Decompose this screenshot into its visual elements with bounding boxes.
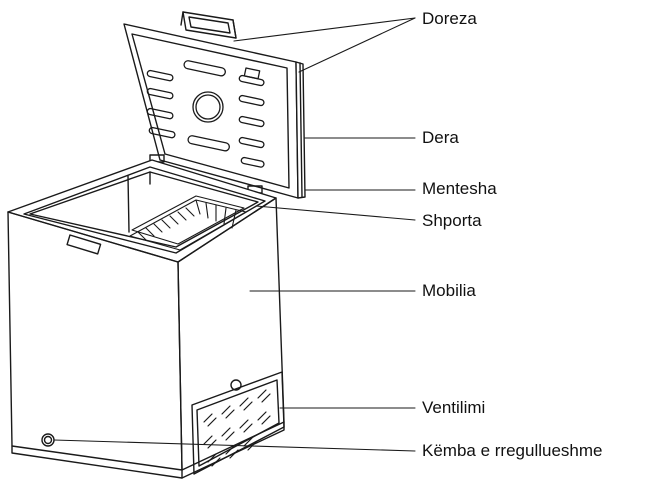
label-hinge: Mentesha bbox=[422, 179, 497, 198]
label-handle: Doreza bbox=[422, 9, 477, 28]
ventilation-grille bbox=[191, 371, 285, 475]
label-door: Dera bbox=[422, 128, 459, 147]
label-adjustable-foot: Këmba e rregullueshme bbox=[422, 441, 603, 460]
leader-lines bbox=[53, 17, 416, 452]
freezer-lid bbox=[123, 23, 306, 199]
label-ventilation: Ventilimi bbox=[422, 398, 486, 417]
label-basket: Shporta bbox=[422, 211, 482, 230]
lid-ribs bbox=[146, 60, 265, 168]
lid-handle bbox=[180, 11, 237, 39]
adjustable-foot bbox=[41, 433, 55, 447]
wire-basket bbox=[129, 195, 247, 251]
label-cabinet: Mobilia bbox=[422, 281, 476, 300]
